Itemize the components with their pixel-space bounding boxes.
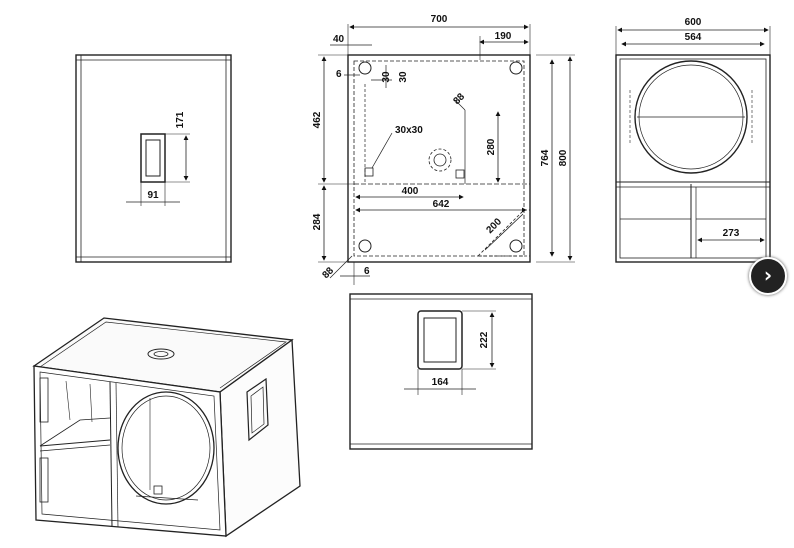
top-bottom-6-label: 6 [364, 266, 370, 277]
woofer-cutout [634, 60, 748, 174]
back-port [140, 133, 166, 183]
top-inner-6-label: 6 [336, 69, 342, 80]
top-inner-30a-label: 30 [381, 71, 392, 83]
back-port-width-label: 91 [147, 190, 159, 201]
top-inner-30b-label: 30 [398, 71, 409, 83]
top-overall-width-label: 700 [431, 14, 448, 25]
top-depth-764-label: 764 [540, 149, 551, 166]
top-angle-88-bottom-label: 88 [320, 265, 336, 281]
iso-handle [246, 377, 269, 442]
top-offset-right-label: 190 [495, 31, 512, 42]
back-view [75, 54, 232, 263]
top-upper-height-label: 462 [312, 111, 323, 128]
front-outer-width-label: 600 [685, 17, 702, 28]
side-handle-width-label: 164 [432, 377, 449, 388]
top-view [318, 24, 575, 285]
top-width-400-label: 400 [402, 186, 419, 197]
top-depth-800-label: 800 [558, 149, 569, 166]
top-width-642-label: 642 [433, 199, 450, 210]
front-inner-width-label: 564 [685, 32, 702, 43]
front-view [615, 26, 771, 263]
front-port-width-label: 273 [723, 228, 740, 239]
next-button[interactable]: › [749, 257, 787, 295]
top-mount-square-label: 30x30 [395, 125, 423, 136]
side-handle [417, 310, 463, 370]
top-angle-88-top-label: 88 [451, 91, 467, 107]
top-lower-height-label: 284 [312, 213, 323, 230]
back-port-height-label: 171 [175, 111, 186, 128]
top-inner-280-label: 280 [486, 138, 497, 155]
side-handle-height-label: 222 [479, 331, 490, 348]
mount-square [364, 167, 374, 177]
chevron-right-icon: › [763, 263, 773, 287]
isometric-view [32, 317, 301, 538]
top-offset-left-label: 40 [333, 34, 345, 45]
side-view [349, 293, 533, 450]
